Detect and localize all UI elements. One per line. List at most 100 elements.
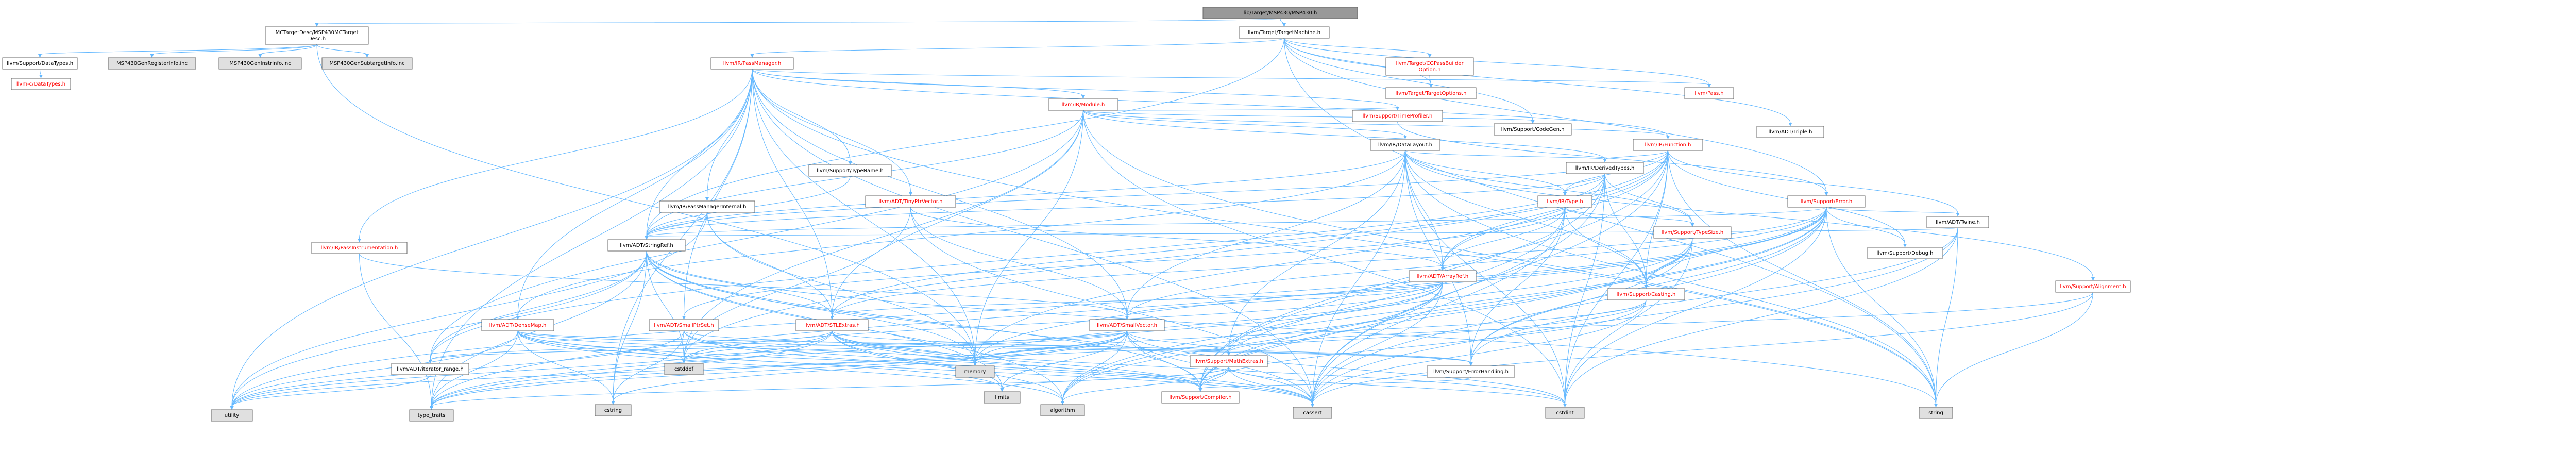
edge-sr-to-cstring <box>613 250 647 402</box>
node-label: llvm/IR/PassManager.h <box>723 61 781 66</box>
node-box <box>808 164 892 177</box>
edge-dl-to-ts <box>1405 150 1693 224</box>
node-label: lib/Target/MSP430/MSP430.h <box>1244 10 1317 16</box>
node-label: Desc.h <box>308 36 326 42</box>
node-to[interactable]: llvm/Target/TargetOptions.h <box>1385 87 1477 99</box>
node-ar[interactable]: llvm/ADT/ArrayRef.h <box>1409 270 1477 282</box>
node-tn[interactable]: llvm/Support/TypeName.h <box>808 164 892 177</box>
node-label: llvm/Support/Compiler.h <box>1169 395 1231 400</box>
node-pass[interactable]: llvm/Pass.h <box>1684 87 1734 99</box>
node-pi[interactable]: llvm/IR/PassInstrumentation.h <box>311 242 408 254</box>
node-label: Option.h <box>1419 67 1441 73</box>
node-box <box>481 319 554 331</box>
edge-sr-to-cstddef <box>646 250 684 361</box>
node-ty[interactable]: llvm/IR/Type.h <box>1537 195 1592 208</box>
edge-dtypes-to-sr <box>646 173 1605 237</box>
edge-dl-to-me <box>1228 150 1405 353</box>
edge-sr-to-stl <box>646 250 833 317</box>
graph-edges <box>38 18 2095 410</box>
edge-mod-to-stl <box>832 110 1083 317</box>
node-tm[interactable]: llvm/Target/TargetMachine.h <box>1239 26 1330 39</box>
edge-arrowhead <box>39 75 43 78</box>
edge-tm-to-err <box>1284 38 1827 193</box>
node-dm[interactable]: llvm/ADT/DenseMap.h <box>481 319 554 331</box>
edge-pm-to-dm <box>517 69 753 317</box>
edge-cast-to-cassert <box>1312 299 1647 405</box>
node-label: llvm/IR/PassInstrumentation.h <box>321 245 398 251</box>
edge-arrowhead <box>1563 192 1567 196</box>
node-algorithm: algorithm <box>1040 404 1085 416</box>
node-err[interactable]: llvm/Support/Error.h <box>1787 195 1866 208</box>
edge-pm-to-tp <box>752 69 1398 108</box>
node-label: llvm/Support/Debug.h <box>1877 250 1934 256</box>
edge-arrowhead <box>1531 120 1535 124</box>
node-fn[interactable]: llvm/IR/Function.h <box>1633 139 1703 151</box>
node-ir[interactable]: llvm/ADT/iterator_range.h <box>391 363 469 375</box>
node-cdt[interactable]: llvm-c/DataTypes.h <box>11 78 71 90</box>
node-dtypes[interactable]: llvm/IR/DerivedTypes.h <box>1566 162 1644 174</box>
node-sr[interactable]: llvm/ADT/StringRef.h <box>607 239 686 252</box>
node-stl[interactable]: llvm/ADT/STLExtras.h <box>795 319 869 331</box>
edge-dl-to-dtypes <box>1405 150 1605 160</box>
node-label: llvm/Support/TimeProfiler.h <box>1363 113 1433 119</box>
node-box <box>1653 226 1732 239</box>
edge-cast-to-memory <box>975 299 1647 363</box>
edge-dl-to-align <box>1405 150 2093 278</box>
edge-twine-to-sr <box>646 227 1958 237</box>
edge-arrowhead <box>1198 388 1202 392</box>
node-cast[interactable]: llvm/Support/Casting.h <box>1607 288 1685 300</box>
node-dt[interactable]: llvm/Support/DataTypes.h <box>2 57 78 70</box>
node-dl[interactable]: llvm/IR/DataLayout.h <box>1370 139 1440 151</box>
node-box <box>1607 288 1685 300</box>
node-sps[interactable]: llvm/ADT/SmallPtrSet.h <box>649 319 719 331</box>
edge-tm-to-cg <box>1284 38 1533 121</box>
node-box <box>1352 110 1443 122</box>
edge-dtypes-to-cstdint <box>1565 173 1605 405</box>
node-align[interactable]: llvm/Support/Alignment.h <box>2055 280 2131 293</box>
node-utility: utility <box>211 409 253 422</box>
node-tpv[interactable]: llvm/ADT/TinyPtrVector.h <box>865 195 956 208</box>
node-box <box>795 319 869 331</box>
edge-me-to-algorithm <box>1062 366 1229 402</box>
edge-sps-to-cassert <box>684 330 1313 405</box>
edge-pm-to-tn <box>752 69 851 162</box>
edge-dm-to-utility <box>231 330 518 407</box>
node-label: MSP430GenSubtargetInfo.inc <box>329 61 404 66</box>
edge-arrowhead <box>516 316 520 320</box>
edge-mod-to-memory <box>975 110 1083 363</box>
node-pm[interactable]: llvm/IR/PassManager.h <box>710 57 794 70</box>
edge-arrowhead <box>973 362 977 366</box>
edge-err-to-sr <box>646 207 1827 237</box>
node-label: llvm/Support/TypeName.h <box>817 168 883 174</box>
node-ts[interactable]: llvm/Support/TypeSize.h <box>1653 226 1732 239</box>
node-mod[interactable]: llvm/IR/Module.h <box>1048 98 1118 111</box>
node-label: llvm/ADT/Triple.h <box>1769 129 1812 135</box>
edge-dl-to-eh <box>1405 150 1471 363</box>
node-triple[interactable]: llvm/ADT/Triple.h <box>1756 126 1824 138</box>
node-pmi[interactable]: llvm/IR/PassManagerInternal.h <box>659 200 755 213</box>
edge-arrowhead <box>1081 95 1085 99</box>
node-twine[interactable]: llvm/ADT/Twine.h <box>1926 216 1989 228</box>
edge-mctd-to-gri <box>151 44 317 55</box>
node-dbg[interactable]: llvm/Support/Debug.h <box>1867 247 1943 259</box>
node-label: llvm/ADT/SmallVector.h <box>1097 323 1157 328</box>
node-tp[interactable]: llvm/Support/TimeProfiler.h <box>1352 110 1443 122</box>
edge-arrowhead <box>1000 388 1004 392</box>
edge-mod-to-dtypes <box>1083 110 1605 160</box>
node-cg[interactable]: llvm/Support/CodeGen.h <box>1494 123 1572 136</box>
node-sv[interactable]: llvm/ADT/SmallVector.h <box>1089 319 1165 331</box>
node-label: cstddef <box>674 366 693 372</box>
node-box <box>11 78 71 90</box>
node-me[interactable]: llvm/Support/MathExtras.h <box>1190 355 1268 367</box>
node-box <box>1926 216 1989 228</box>
node-eh[interactable]: llvm/Support/ErrorHandling.h <box>1427 365 1515 378</box>
node-comp[interactable]: llvm/Support/Compiler.h <box>1161 391 1240 404</box>
node-root[interactable]: lib/Target/MSP430/MSP430.h <box>1202 7 1358 19</box>
edge-tpv-to-ar <box>910 207 1443 268</box>
node-label: llvm/ADT/DenseMap.h <box>489 323 547 328</box>
edge-arrowhead <box>1227 352 1231 356</box>
edge-mod-to-dl <box>1083 110 1405 137</box>
edge-ar-to-stl <box>832 281 1443 317</box>
